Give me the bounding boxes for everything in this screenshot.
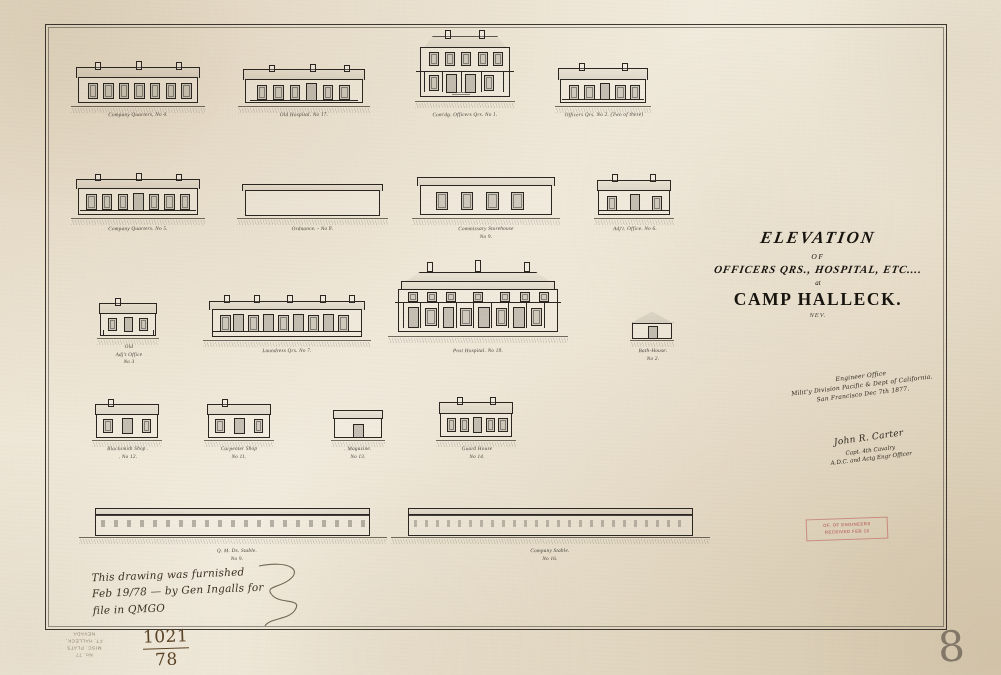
elevation-qm-ds-stable-9[interactable] bbox=[78, 503, 387, 544]
label-adjt-office-6: Adj't. Office. No 6. bbox=[613, 225, 657, 233]
label-qm-ds-stable-9: Q. M. Ds. Stable. No 9. bbox=[216, 547, 258, 562]
elevation-laundress-qrs-7[interactable] bbox=[203, 294, 371, 347]
label-commissary-storehouse-9: Commissary Storehouse No 9. bbox=[458, 225, 514, 240]
elevation-blacksmith-shop-12[interactable] bbox=[92, 398, 163, 447]
catalog-denominator: 78 bbox=[154, 649, 179, 671]
elevation-post-hospital-18[interactable] bbox=[388, 260, 568, 344]
label-comdg-officers-qrs-1: Com'dg. Officers Qrs. No 1. bbox=[432, 111, 498, 119]
label-magazine-13: . Magazine. No 13. bbox=[344, 445, 372, 460]
received-stamp: OF. OF ENGINEERS RECEIVED FEB 19 bbox=[805, 516, 889, 542]
label-company-stable-16: Company Stable. No 16. bbox=[530, 547, 570, 562]
catalog-fraction: 1021 78 bbox=[136, 626, 195, 671]
elevation-comdg-officers-qrs-1[interactable] bbox=[414, 30, 516, 108]
elevation-old-hospital-17[interactable] bbox=[237, 62, 371, 113]
elevation-carpenter-shop-11[interactable] bbox=[204, 398, 275, 447]
title-state: NEV. bbox=[809, 312, 827, 319]
label-ordnance-8: Ordnance. - No 8. bbox=[291, 225, 334, 233]
title-of: OF bbox=[811, 252, 825, 261]
elevation-old-adjt-office-3[interactable] bbox=[96, 296, 160, 346]
sheet-number: 8 bbox=[936, 621, 967, 672]
title-elevation: ELEVATION bbox=[759, 228, 878, 247]
label-company-quarters-5: Company Quarters. No 5. bbox=[108, 225, 168, 233]
label-guard-house-14: Guard House No 14. bbox=[461, 445, 493, 460]
stamp-line-2: RECEIVED FEB 19 bbox=[824, 527, 870, 535]
label-company-quarters-4: Company Quarters, No 4. bbox=[108, 111, 168, 119]
elevation-guard-house-14[interactable] bbox=[435, 396, 517, 447]
elevation-company-quarters-5[interactable] bbox=[70, 172, 206, 225]
elevation-ordnance-8[interactable] bbox=[236, 178, 389, 225]
label-carpenter-shop-11: Carpenter Shop No 11. bbox=[220, 445, 258, 460]
title-subject: OFFICERS QRS., HOSPITAL, ETC.... bbox=[713, 264, 923, 276]
elevation-magazine-13[interactable] bbox=[331, 406, 385, 447]
handwritten-note: This drawing was furnished Feb 19/78 — b… bbox=[91, 566, 264, 617]
catalog-numerator: 1021 bbox=[142, 626, 189, 648]
archive-label: No. 77 MISC. PLATS FT. HALLECK, NEVADA bbox=[65, 631, 103, 658]
label-officers-qrs-2: Officers Qrs. No 2. (Two of these) bbox=[564, 111, 644, 119]
elevation-company-stable-16[interactable] bbox=[390, 503, 711, 544]
elevation-adjt-office-6[interactable] bbox=[593, 172, 675, 225]
label-old-hospital-17: Old Hospital. No 17. bbox=[279, 111, 329, 119]
label-bath-house-2: Bath-House. No 2. bbox=[638, 347, 668, 362]
elevation-commissary-storehouse-9[interactable] bbox=[412, 172, 560, 225]
label-blacksmith-shop-12: Blacksmith Shop . . No 12. bbox=[107, 445, 149, 460]
label-post-hospital-18: Post Hospital. No 18. bbox=[452, 347, 504, 355]
drawing-border-outer bbox=[45, 24, 947, 630]
elevation-officers-qrs-2[interactable] bbox=[554, 62, 652, 113]
title-camp-name: CAMP HALLECK. bbox=[733, 289, 903, 309]
drawing-border-inner bbox=[48, 27, 944, 627]
elevation-company-quarters-4[interactable] bbox=[70, 60, 206, 113]
label-old-adjt-office-3: Old Adj't Office No 3 bbox=[115, 343, 143, 366]
title-at: at bbox=[815, 279, 821, 287]
title-block: ELEVATION OF OFFICERS QRS., HOSPITAL, ET… bbox=[690, 228, 946, 319]
elevation-bath-house-2[interactable] bbox=[629, 308, 675, 347]
label-laundress-qrs-7: Laundress Qrs. No 7. bbox=[262, 347, 312, 355]
